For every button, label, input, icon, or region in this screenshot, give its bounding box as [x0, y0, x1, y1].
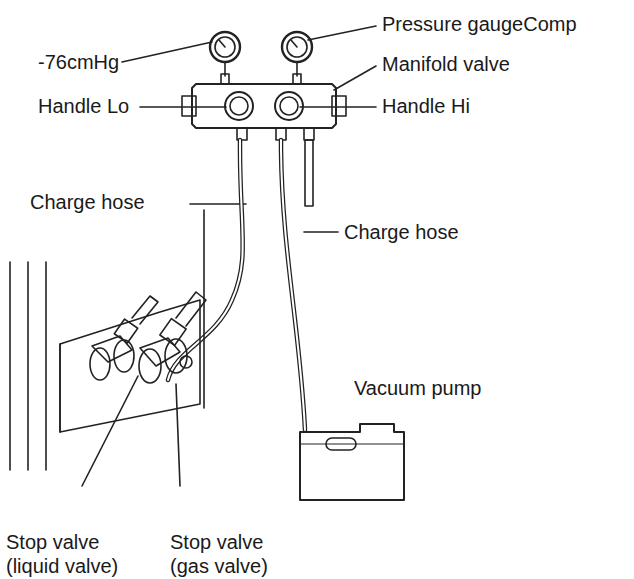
stop-valve [90, 296, 158, 380]
part-name: Stop valve (gas valve) [170, 530, 290, 578]
leader-line [190, 203, 246, 205]
leader-line [300, 106, 376, 108]
part-name: Stop valve (liquid valve) [6, 530, 156, 578]
leader-line [304, 231, 338, 233]
part-name: Vacuum pump [354, 376, 481, 400]
part-name: Charge hose [30, 190, 145, 214]
charge-hose [168, 140, 243, 380]
stop-valve [139, 292, 206, 383]
leader-line [176, 384, 180, 486]
leader-line [82, 376, 138, 486]
part-name: Manifold valve [382, 52, 510, 76]
charge-hose [281, 140, 305, 430]
gauge-reading: -76cmHg [38, 50, 119, 74]
outdoor-unit [10, 210, 204, 470]
vacuum-pump [300, 424, 404, 500]
pressure-gauge [210, 32, 240, 84]
leader-line [140, 106, 226, 108]
part-name: Handle Hi [382, 94, 470, 118]
part-name: Handle Lo [38, 94, 129, 118]
charge-hose [168, 140, 243, 380]
leader-line [308, 26, 376, 40]
leader-line [122, 42, 212, 62]
charge-hose [281, 140, 305, 430]
leader-line [334, 66, 376, 90]
part-name: Charge hose [344, 220, 459, 244]
pressure-gauge [282, 32, 312, 84]
manifold-valve [182, 84, 346, 206]
part-name: Pressure gaugeComp [382, 12, 577, 36]
